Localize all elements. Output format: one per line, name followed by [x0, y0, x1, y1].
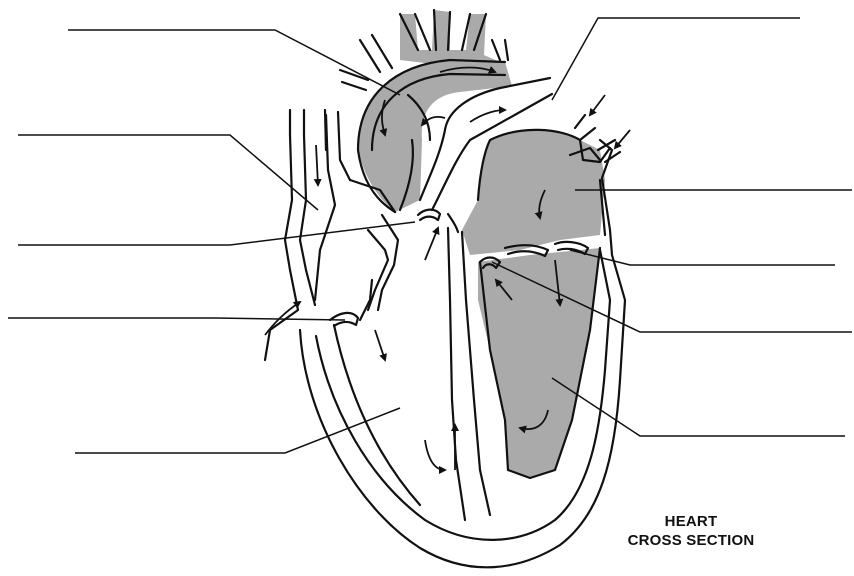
flow-arrow-rv-curve — [425, 440, 445, 470]
caption-line-1: HEART — [596, 512, 786, 531]
flow-arrow-pulmonary-right — [470, 110, 505, 122]
label-line-pulmonary-valve — [18, 222, 415, 245]
label-line-left-ventricle — [552, 378, 845, 436]
label-line-right-ventricle — [75, 408, 400, 453]
flow-arrow-ra-to-rv — [375, 330, 385, 360]
flow-arrow-pulmonary-up — [425, 228, 438, 260]
pulmonary-valve — [418, 210, 440, 220]
flow-arrow-pv-2 — [615, 130, 630, 148]
flow-arrow-pv-1 — [590, 95, 605, 115]
flow-arrow-svc — [316, 145, 318, 185]
left-heart-fill — [358, 10, 605, 478]
diagram-caption: HEART CROSS SECTION — [596, 512, 786, 550]
label-line-pulmonary-artery — [552, 18, 800, 100]
label-line-mitral-valve — [570, 250, 835, 265]
caption-line-2: CROSS SECTION — [596, 531, 786, 550]
superior-vena-cava — [290, 110, 304, 135]
septum-left — [448, 228, 465, 520]
label-line-superior-vena-cava — [18, 135, 318, 210]
label-line-tricuspid-valve — [8, 318, 345, 320]
